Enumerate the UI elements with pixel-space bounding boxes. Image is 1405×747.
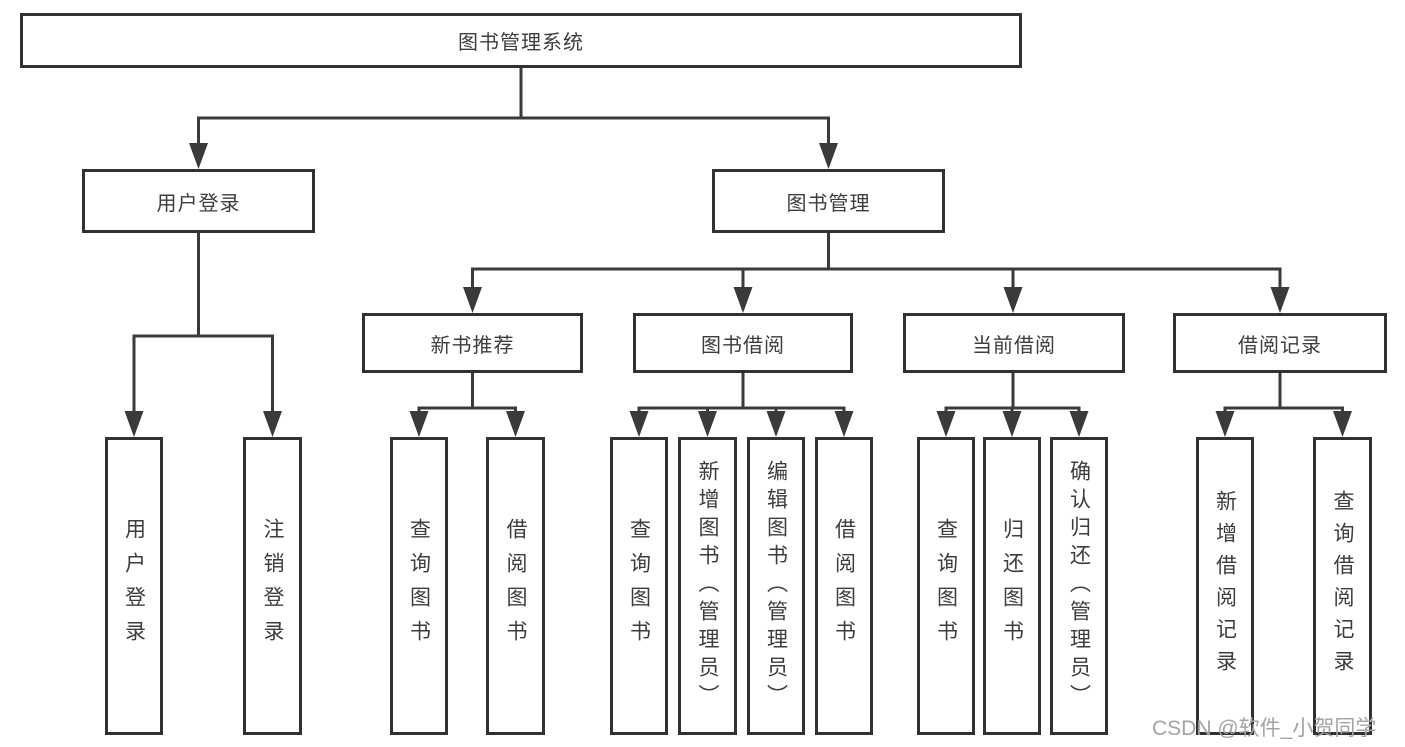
leaf-borrow-add-book-admin: 新增图书（管理员） xyxy=(678,437,737,735)
csdn-watermark: CSDN @软件_小贺同学 xyxy=(1152,717,1377,740)
leaf-logout: 注销登录 xyxy=(243,437,302,735)
node-book-borrow-label: 图书借阅 xyxy=(701,334,785,357)
node-book-borrow: 图书借阅 xyxy=(633,313,853,373)
leaf-current-confirm-return-admin: 确认归还（管理员） xyxy=(1050,437,1108,735)
leaf-borrow-edit-book-admin-label: 编辑图书（管理员） xyxy=(764,460,788,712)
leaf-current-return-book: 归还图书 xyxy=(983,437,1041,735)
node-borrow-record-label: 借阅记录 xyxy=(1238,334,1322,357)
leaf-recommend-borrow-book: 借阅图书 xyxy=(486,437,545,735)
node-book-management: 图书管理 xyxy=(712,169,945,233)
leaf-user-login-label: 用户登录 xyxy=(122,518,146,654)
leaf-record-query-label: 查询借阅记录 xyxy=(1331,490,1354,682)
leaf-record-query: 查询借阅记录 xyxy=(1313,437,1372,735)
node-root: 图书管理系统 xyxy=(20,13,1022,68)
leaf-recommend-borrow-book-label: 借阅图书 xyxy=(504,518,527,654)
node-new-book-recommend: 新书推荐 xyxy=(362,313,583,373)
leaf-logout-label: 注销登录 xyxy=(261,518,284,654)
leaf-borrow-query-book-label: 查询图书 xyxy=(627,518,651,654)
leaf-borrow-borrow-book-label: 借阅图书 xyxy=(832,518,856,654)
node-borrow-record: 借阅记录 xyxy=(1173,313,1387,373)
leaf-record-add-label: 新增借阅记录 xyxy=(1213,490,1237,682)
node-root-label: 图书管理系统 xyxy=(458,32,584,54)
leaf-recommend-query-book: 查询图书 xyxy=(390,437,448,735)
leaf-current-query-book: 查询图书 xyxy=(917,437,975,735)
node-current-borrow-label: 当前借阅 xyxy=(972,334,1056,357)
node-user-login: 用户登录 xyxy=(82,169,315,233)
leaf-borrow-edit-book-admin: 编辑图书（管理员） xyxy=(747,437,805,735)
leaf-borrow-query-book: 查询图书 xyxy=(610,437,668,735)
node-new-book-recommend-label: 新书推荐 xyxy=(430,334,515,357)
leaf-user-login: 用户登录 xyxy=(105,437,163,735)
leaf-record-add: 新增借阅记录 xyxy=(1196,437,1254,735)
leaf-borrow-borrow-book: 借阅图书 xyxy=(815,437,873,735)
leaf-current-query-book-label: 查询图书 xyxy=(934,518,958,654)
leaf-recommend-query-book-label: 查询图书 xyxy=(407,518,431,654)
node-current-borrow: 当前借阅 xyxy=(903,313,1125,373)
arrow-heads xyxy=(124,143,1352,437)
leaf-borrow-add-book-admin-label: 新增图书（管理员） xyxy=(696,460,719,712)
leaf-current-confirm-return-admin-label: 确认归还（管理员） xyxy=(1067,460,1091,712)
node-user-login-label: 用户登录 xyxy=(156,192,241,215)
leaf-current-return-book-label: 归还图书 xyxy=(1000,518,1024,654)
node-book-management-label: 图书管理 xyxy=(786,192,871,215)
